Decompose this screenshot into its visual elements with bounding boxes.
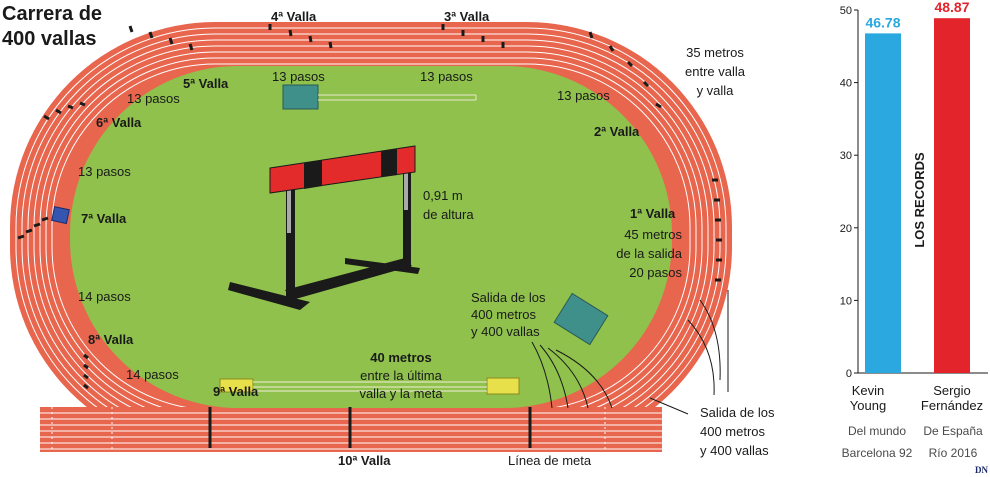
straight-hurdles — [208, 407, 532, 448]
hurdle-label-8: 8ª Valla — [88, 332, 134, 347]
spain-name-line-2: Fernández — [920, 398, 984, 413]
start-staggers — [531, 290, 729, 415]
record-context-world: Del mundo Barcelona 92 — [836, 420, 918, 464]
hurdle-label-5: 5ª Valla — [183, 76, 229, 91]
records-chart: 0 10 20 30 40 50 46.78 48.87 LOS RECORDS — [840, 0, 988, 380]
mat-start — [553, 292, 609, 346]
infield — [70, 66, 672, 408]
y-tick-label: 10 — [840, 295, 852, 307]
steps-label-3-4: 13 pasos — [420, 69, 473, 84]
steps-label-8-9: 14 pasos — [126, 367, 179, 382]
hurdle-label-1: 1ª Valla — [630, 206, 676, 221]
y-axis-title: LOS RECORDS — [912, 152, 927, 248]
last-line-3: valla y la meta — [359, 386, 443, 401]
last-line-2: entre la última — [360, 368, 442, 383]
hurdle-label-10: 10ª Valla — [338, 453, 391, 468]
last-hurdle-note: 40 metros entre la última valla y la met… — [338, 349, 464, 403]
first-hurdle-line-3: 20 pasos — [629, 265, 682, 280]
bar-value-label: 48.87 — [934, 0, 969, 15]
start-note-outer: Salida de los 400 metros y 400 vallas — [700, 403, 774, 460]
steps-label-4-5: 13 pasos — [272, 69, 325, 84]
hurdle-label-4: 4ª Valla — [271, 9, 317, 24]
hurdle-label-2: 2ª Valla — [594, 124, 640, 139]
record-holder-world: Kevin Young — [838, 383, 898, 413]
hurdle-label-6: 6ª Valla — [96, 115, 142, 130]
spacing-line-3: y valla — [696, 83, 734, 98]
record-context-spain: De España Río 2016 — [918, 420, 988, 464]
start-infield-line-1: Salida de los — [471, 290, 546, 305]
hurdle-height-note: 0,91 m de altura — [423, 186, 474, 224]
mat-finish — [486, 377, 520, 395]
steps-label-5-6: 13 pasos — [127, 91, 180, 106]
start-outer-line-1: Salida de los — [700, 405, 775, 420]
y-tick-label: 30 — [840, 150, 852, 162]
bar-world-record — [865, 33, 901, 374]
finish-line-label: Línea de meta — [508, 453, 592, 468]
world-name-line-2: Young — [849, 398, 887, 413]
mat-ninth — [219, 378, 254, 393]
world-context-line-1: Del mundo — [847, 424, 907, 438]
distance-guide-top — [318, 94, 477, 101]
title-line-2: 400 vallas — [2, 28, 97, 50]
hurdle-spacing-note: 35 metros entre valla y valla — [675, 43, 755, 100]
spacing-line-1: 35 metros — [686, 45, 744, 60]
world-name-line-1: Kevin — [851, 383, 885, 398]
first-hurdle-line-1: 45 metros — [624, 227, 682, 242]
infographic-title: Carrera de 400 vallas — [2, 2, 102, 52]
spain-name-line-1: Sergio — [933, 383, 971, 398]
title-line-1: Carrera de — [2, 3, 103, 25]
y-tick-label: 40 — [840, 78, 852, 90]
hurdle-label-7: 7ª Valla — [81, 211, 127, 226]
spain-context-line-1: De España — [923, 424, 983, 438]
mat-seventh — [51, 206, 70, 225]
first-hurdle-note: 45 metros de la salida 20 pasos — [592, 225, 682, 282]
y-tick-label: 50 — [840, 5, 852, 17]
y-tick-label: 0 — [846, 368, 852, 380]
mat-top — [282, 84, 319, 110]
y-tick-label: 20 — [840, 223, 852, 235]
height-line-1: 0,91 m — [423, 188, 463, 203]
hurdle-label-9: 9ª Valla — [213, 384, 259, 399]
start-outer-line-2: 400 metros — [700, 424, 766, 439]
spacing-line-2: entre valla — [685, 64, 745, 79]
start-note-infield: Salida de los 400 metros y 400 vallas — [471, 289, 545, 340]
first-hurdle-line-2: de la salida — [616, 246, 682, 261]
steps-label-7-8: 14 pasos — [78, 289, 131, 304]
steps-label-2-3: 13 pasos — [557, 88, 610, 103]
hurdle-label-3: 3ª Valla — [444, 9, 490, 24]
start-infield-line-2: 400 metros — [471, 307, 537, 322]
record-holder-spain: Sergio Fernández — [914, 383, 990, 413]
publisher-logo: DN — [975, 465, 988, 475]
start-outer-line-3: y 400 vallas — [700, 443, 769, 458]
spain-context-line-2: Río 2016 — [928, 446, 978, 460]
hurdle-illustration — [228, 145, 420, 310]
steps-label-6-7: 13 pasos — [78, 164, 131, 179]
bar-spain-record — [934, 18, 970, 374]
last-line-1: 40 metros — [370, 350, 432, 365]
start-infield-line-3: y 400 vallas — [471, 324, 540, 339]
hurdle-marks — [17, 24, 722, 390]
world-context-line-2: Barcelona 92 — [841, 446, 913, 460]
bar-value-label: 46.78 — [865, 14, 900, 30]
distance-guide-bottom — [253, 381, 487, 392]
height-line-2: de altura — [423, 207, 474, 222]
